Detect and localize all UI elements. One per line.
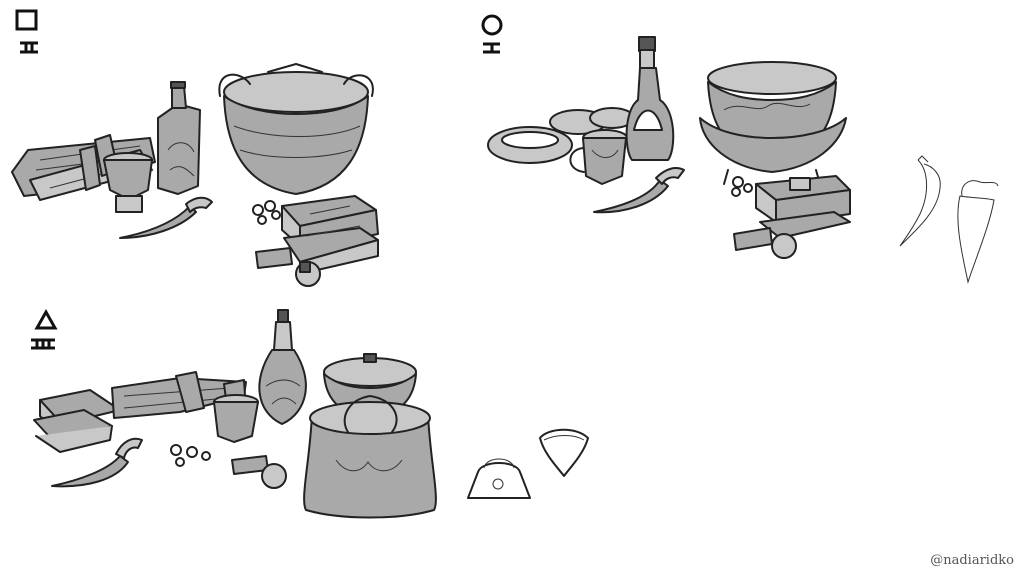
- artist-watermark: @nadiaridko: [930, 553, 1014, 568]
- curved-dagger: [593, 167, 685, 214]
- small-lantern: [255, 247, 321, 287]
- small-lantern: [231, 455, 287, 489]
- group-3: [31, 308, 589, 519]
- roman-numeral-iii: [31, 338, 55, 350]
- bottle: [625, 36, 675, 161]
- coins: [731, 176, 753, 197]
- scroll-ring: [487, 107, 635, 164]
- roman-numeral-i: [483, 42, 500, 54]
- group-2: [481, 14, 999, 284]
- triangle-icon: [34, 308, 58, 330]
- blade-outline-sketch: [899, 155, 999, 284]
- group-1: [11, 9, 379, 287]
- book-stack: [755, 175, 851, 239]
- curved-dagger: [119, 196, 213, 239]
- roman-numeral-ii: [20, 41, 38, 54]
- book-stack: [33, 389, 121, 453]
- scroll-bundle: [111, 371, 247, 419]
- bottle: [157, 81, 201, 195]
- goblet: [103, 152, 153, 213]
- cauldron: [303, 353, 437, 519]
- book-stack: [281, 195, 379, 275]
- curved-dagger: [51, 437, 143, 488]
- coins: [170, 444, 211, 467]
- mug: [569, 129, 628, 185]
- circle-icon: [481, 14, 503, 36]
- small-lantern: [733, 227, 797, 259]
- goblet-outline-sketch: [539, 428, 589, 477]
- goblet: [213, 394, 259, 443]
- bell-outline-sketch: [467, 458, 531, 499]
- bottle: [258, 309, 307, 425]
- cauldron: [218, 63, 374, 195]
- square-icon: [15, 9, 38, 31]
- coins: [252, 200, 281, 225]
- cauldron: [699, 61, 847, 185]
